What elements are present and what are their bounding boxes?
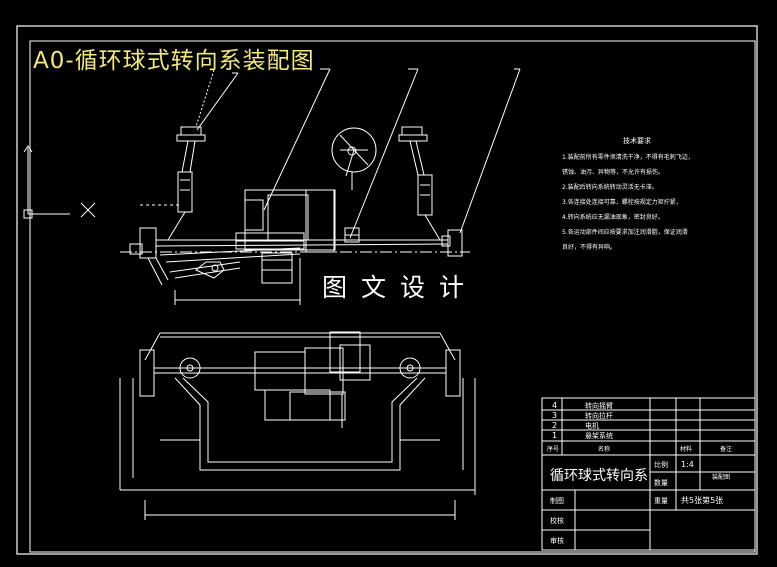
part-name-4: 转向摇臂 xyxy=(585,401,613,410)
part-no-1: 1 xyxy=(552,431,557,440)
tech-note-line: 3.各连接处连接可靠，螺栓按规定力矩拧紧， xyxy=(562,199,682,206)
part-no-2: 2 xyxy=(552,421,557,430)
part-name-1: 悬架系统 xyxy=(585,431,613,440)
header-name: 名称 xyxy=(598,445,610,453)
label-scale: 比例 xyxy=(654,460,668,469)
tech-note-line: 锈蚀、油污、异物等，不允许有损伤。 xyxy=(562,169,665,176)
header-no: 序号 xyxy=(547,445,559,453)
label-design: 制图 xyxy=(550,496,564,505)
header-material: 材料 xyxy=(680,445,692,453)
scale-value: 1:4 xyxy=(681,460,694,469)
header-remark: 备注 xyxy=(720,445,732,453)
drawing-title: A0-循环球式转向系装配图 xyxy=(33,48,315,74)
label-weight: 重量 xyxy=(654,497,668,505)
title-block-text: 4 转向摇臂 3 转向拉杆 2 电机 1 悬架系统 序号 名称 材料 备注 循环… xyxy=(547,401,732,545)
part-no-4: 4 xyxy=(552,401,557,410)
tech-note-line: 4.转向系统应无漏油现象，密封良好。 xyxy=(562,214,664,221)
label-qty: 数量 xyxy=(654,478,668,487)
ucs-icon xyxy=(23,145,180,219)
watermark-text: 图文设计 xyxy=(320,268,481,304)
tech-notes-heading: 技术要求 xyxy=(623,137,651,145)
tech-notes: 技术要求 1.装配前所有零件须清洗干净，不得有毛刺飞边， 锈蚀、油污、异物等，不… xyxy=(562,134,712,255)
title-block xyxy=(541,397,756,551)
plan-view xyxy=(119,331,476,520)
part-no-3: 3 xyxy=(552,411,557,420)
tech-note-line: 2.装配后转向系统转动灵活无卡滞。 xyxy=(562,184,658,191)
label-check: 校核 xyxy=(550,516,564,525)
label-approve: 审核 xyxy=(550,536,564,545)
part-name-3: 转向拉杆 xyxy=(585,411,613,420)
tech-note-line: 1.装配前所有零件须清洗干净，不得有毛刺飞边， xyxy=(562,154,694,161)
outer-border xyxy=(16,25,758,555)
sheets-value: 共5张第5张 xyxy=(681,495,723,505)
front-view xyxy=(120,68,521,305)
part-name-2: 电机 xyxy=(585,421,599,430)
part-name-title: 循环球式转向系 xyxy=(550,468,648,484)
tech-note-line: 良好，不得有异响。 xyxy=(562,244,617,251)
tech-note-line: 5.各运动部件间应按要求加注润滑脂，保证润滑 xyxy=(562,229,688,236)
drawing-no: 装配图 xyxy=(712,473,730,481)
inner-border xyxy=(29,40,756,553)
